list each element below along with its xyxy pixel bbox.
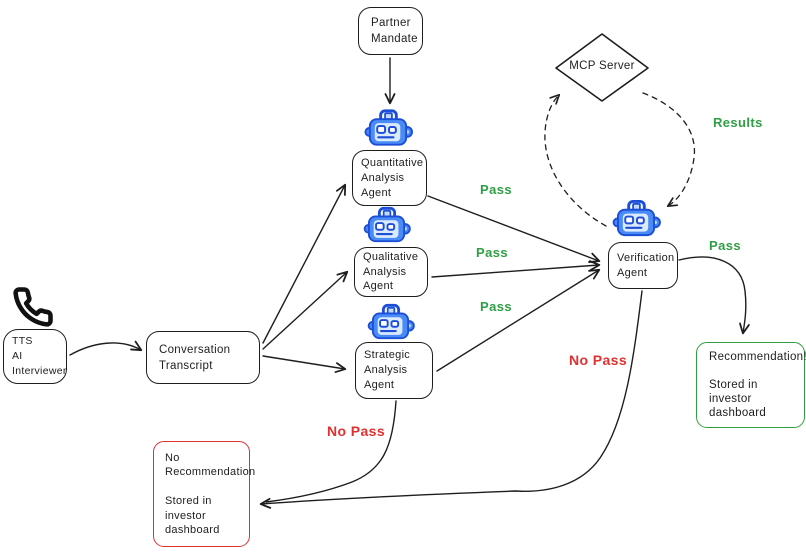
mcp-server-diamond xyxy=(555,33,649,102)
edge-label-no-pass-strategic: No Pass xyxy=(327,423,386,439)
node-text-line: AI xyxy=(12,350,23,362)
node-text-line: Partner xyxy=(371,17,411,29)
node-text-line: Analysis xyxy=(363,265,407,278)
node-text-line: Recommendation xyxy=(165,466,256,478)
arrow-strategic-to-no-recommendation xyxy=(265,400,397,503)
edge-label-pass-quantitative: Pass xyxy=(480,182,512,197)
node-text-line: Qualitative xyxy=(363,251,419,264)
node-text-line: Agent xyxy=(364,379,395,391)
node-text-line: TTS xyxy=(12,335,33,347)
node-quantitative-analysis-agent: Quantitative Analysis Agent xyxy=(352,150,427,206)
arrow-strategic-to-verification xyxy=(436,268,601,372)
node-strategic-analysis-agent: Strategic Analysis Agent xyxy=(355,342,433,399)
node-text-line: Agent xyxy=(363,280,394,293)
node-text-line: Recommendation! xyxy=(709,351,806,363)
arrow-verification-to-recommendation xyxy=(678,256,750,335)
node-text-line: Verification xyxy=(617,251,675,264)
node-text-line: investor xyxy=(165,509,206,522)
node-partner-mandate: Partner Mandate xyxy=(358,7,423,55)
edge-label-results: Results xyxy=(713,115,763,130)
edge-label-pass-strategic: Pass xyxy=(480,299,512,314)
edge-label-pass-qualitative: Pass xyxy=(476,245,508,260)
mcp-server-label: MCP Server xyxy=(569,60,635,72)
node-text-line: Conversation xyxy=(159,343,231,356)
arrow-tts-to-transcript xyxy=(69,340,143,356)
robot-icon xyxy=(363,206,412,243)
node-text-line: No xyxy=(165,451,180,464)
node-text-line: Stored in xyxy=(165,495,212,507)
node-text-line: Analysis xyxy=(361,171,405,184)
node-text-line: Stored in xyxy=(709,379,758,391)
node-text-line: Agent xyxy=(617,266,648,279)
node-text-line: dashboard xyxy=(709,407,767,419)
node-text-line: investor xyxy=(709,393,752,405)
arrow-transcript-to-qualitative xyxy=(262,270,349,350)
robot-icon xyxy=(612,199,662,237)
node-text-line: Agent xyxy=(361,186,392,199)
node-text-line: Mandate xyxy=(371,33,418,45)
node-tts-ai-interviewer: TTS AI Interviewer xyxy=(3,329,67,384)
arrow-mcp-to-verification xyxy=(642,92,696,208)
node-text-line xyxy=(165,480,241,495)
arrow-transcript-to-quantitative xyxy=(262,183,347,344)
node-text-line: Quantitative xyxy=(361,156,424,169)
robot-icon xyxy=(367,303,416,340)
node-text-line: Interviewer xyxy=(12,365,67,377)
node-text-line: dashboard xyxy=(165,524,220,536)
node-text-line xyxy=(709,364,796,378)
edge-label-pass-verification: Pass xyxy=(709,238,741,253)
node-recommendation: Recommendation! Stored in investor dashb… xyxy=(696,342,806,428)
arrow-verification-to-mcp xyxy=(544,93,607,227)
phone-icon xyxy=(16,289,51,324)
arrow-verification-to-no-recommendation xyxy=(259,290,643,509)
node-text-line: Transcript xyxy=(159,359,213,372)
node-text-line: Strategic xyxy=(364,349,411,361)
robot-icon xyxy=(363,109,414,147)
arrow-transcript-to-strategic xyxy=(262,355,347,373)
arrow-qualitative-to-verification xyxy=(431,260,601,278)
node-conversation-transcript: Conversation Transcript xyxy=(146,331,260,384)
node-no-recommendation: No Recommendation Stored in investor das… xyxy=(153,441,256,547)
node-qualitative-analysis-agent: Qualitative Analysis Agent xyxy=(354,247,428,297)
arrow-quantitative-to-verification xyxy=(427,195,601,263)
node-verification-agent: Verification Agent xyxy=(608,242,678,289)
edge-label-no-pass-verification: No Pass xyxy=(569,352,628,368)
node-text-line: Analysis xyxy=(364,364,408,376)
